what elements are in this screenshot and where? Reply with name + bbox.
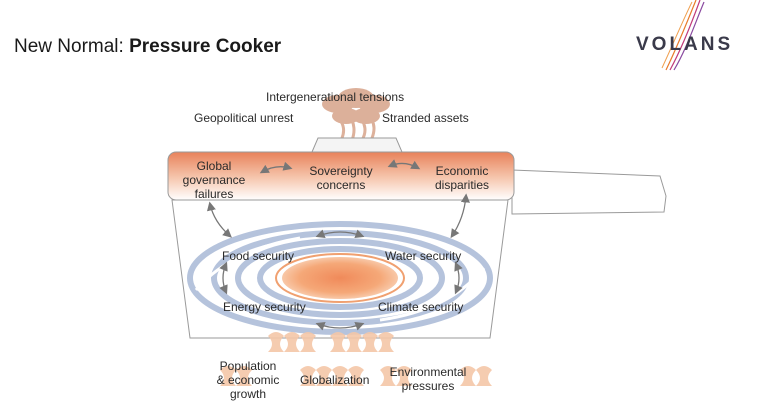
arrow-global-food	[206, 201, 232, 238]
volans-logo-icon	[661, 0, 705, 71]
label-energy-security: Energy security	[223, 300, 306, 314]
arrows	[206, 159, 470, 331]
label-population-growth: Population & economic growth	[216, 359, 280, 401]
flames	[220, 332, 492, 386]
label-economic-disparities: Economic disparities	[434, 164, 490, 192]
label-environmental-pressures: Environmental pressures	[389, 365, 467, 393]
label-globalization: Globalization	[300, 373, 370, 387]
label-water-security: Water security	[385, 249, 462, 263]
label-food-security: Food security	[222, 249, 295, 263]
title-bold: Pressure Cooker	[129, 36, 282, 57]
label-global-governance-failures: Global governance failures	[182, 159, 246, 201]
arrow-food-water	[315, 229, 365, 239]
label-intergenerational-tensions: Intergenerational tensions	[266, 90, 405, 104]
logo-text: VOLANS	[636, 34, 734, 55]
title-prefix: New Normal:	[14, 36, 130, 57]
label-geopolitical-unrest: Geopolitical unrest	[194, 111, 294, 125]
label-stranded-assets: Stranded assets	[382, 111, 469, 125]
label-sovereignty-concerns: Sovereignty concerns	[309, 164, 373, 192]
arrow-food-energy	[219, 261, 228, 295]
pot-handle	[511, 169, 667, 215]
arrow-global-sovereignty	[259, 161, 293, 174]
arrow-sovereignty-economic	[387, 159, 421, 170]
spiral-center	[282, 257, 398, 299]
steam-cloud	[322, 88, 390, 141]
page-title: New Normal: Pressure Cooker	[14, 36, 281, 58]
lid-knob	[311, 137, 403, 153]
label-climate-security: Climate security	[378, 300, 464, 314]
arrow-energy-climate	[315, 321, 365, 331]
arrow-water-climate	[454, 261, 463, 295]
arrow-economic-water	[450, 193, 470, 239]
